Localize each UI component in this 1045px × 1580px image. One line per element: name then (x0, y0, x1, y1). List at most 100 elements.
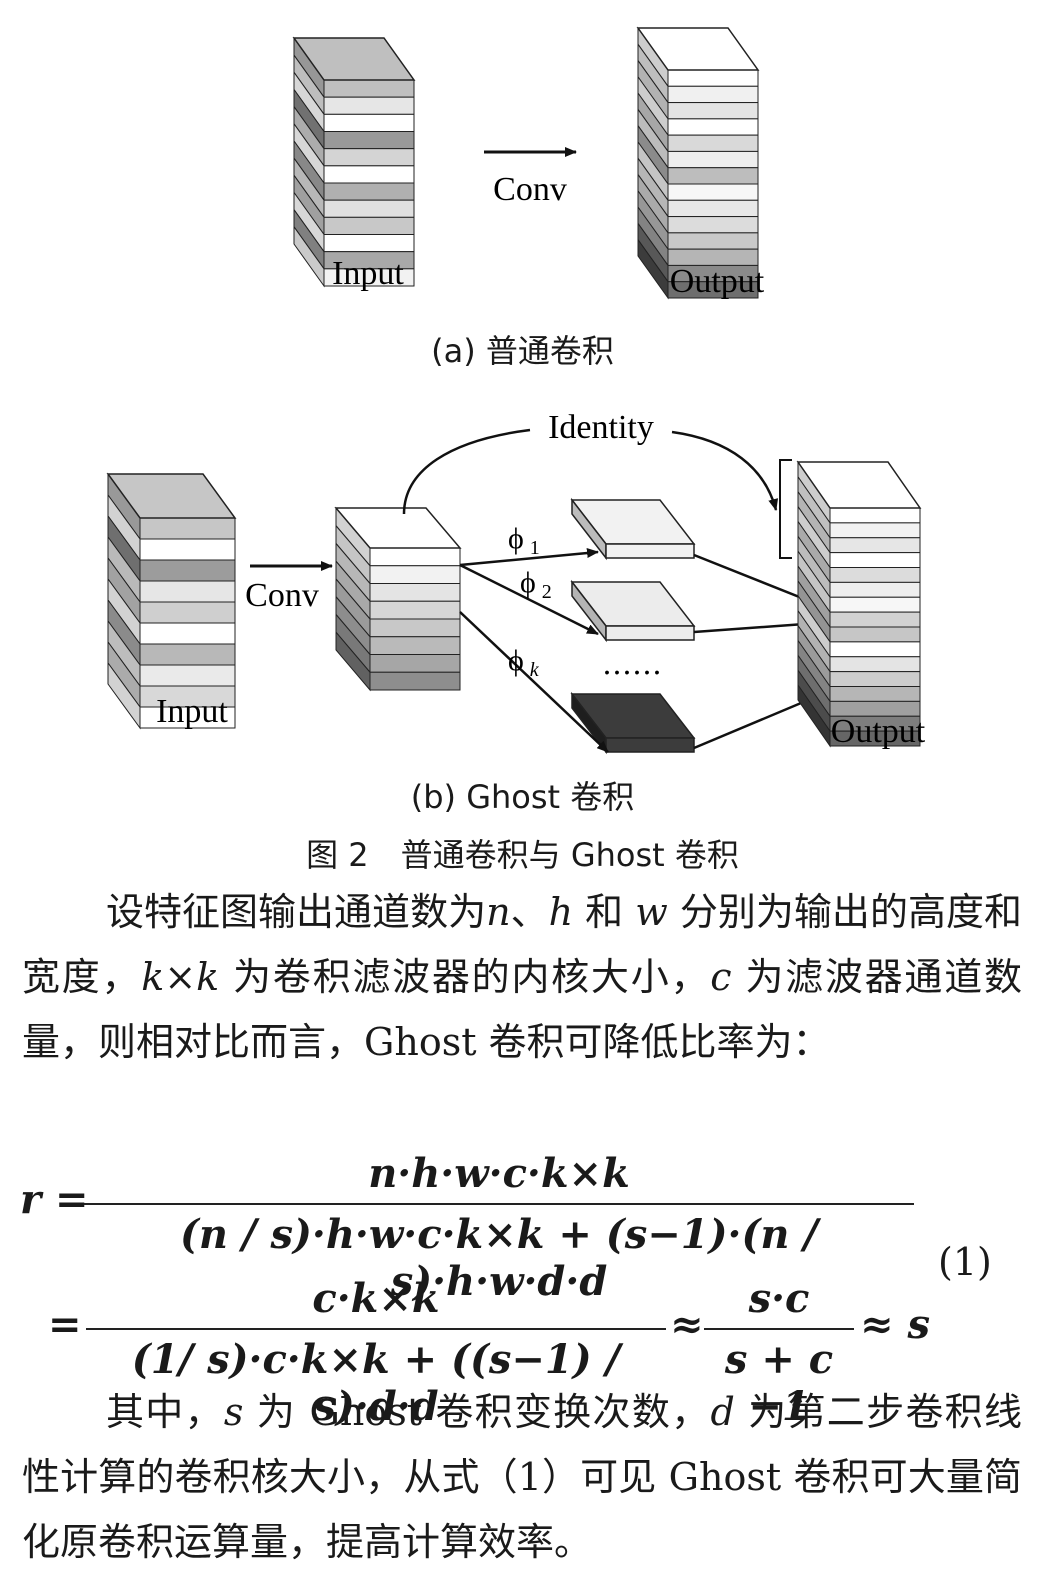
slab-front-face (605, 625, 695, 641)
tensor-front-layer (369, 547, 461, 567)
eq-frac3-numerator: s·c (748, 1275, 810, 1322)
eq-approx-2: ≈ s (860, 1301, 930, 1348)
eq-fraction-1: n·h·w·c·k×k (n / s)·h·w·c·k×k + (s−1)·(n… (84, 1150, 914, 1305)
para1-part-f: 为滤波器通道数量，则相对比而言，Ghost 卷积可降低比率为： (22, 955, 1022, 1064)
tensor-front-layer (667, 150, 759, 169)
tensor-front-layer (323, 199, 415, 218)
tensor-front-layer (369, 600, 461, 620)
eq-frac1-bar (84, 1203, 914, 1205)
panel-a-output-label: Output (670, 263, 765, 300)
panel-b-output-label: Output (831, 713, 926, 750)
tensor-front-layer (829, 686, 921, 702)
panel-b-intrinsic-tensor (334, 506, 462, 692)
phik-arrow (459, 611, 609, 753)
tensor-front-layer (829, 626, 921, 643)
tensor-front-layer (829, 567, 921, 583)
tensor-front-layer (323, 131, 415, 150)
eq-frac1-denominator: (n / s)·h·w·c·k×k + (s−1)·(n / s)·h·w·d·… (180, 1211, 818, 1305)
tensor-front-layer (139, 580, 236, 603)
tensor-top-face (334, 507, 462, 549)
var-kk: k×k (141, 955, 220, 999)
ghost-slab-1 (570, 497, 696, 561)
para1-part-a: 设特征图输出通道数为 (106, 890, 487, 934)
panel-b-caption: (b) Ghost 卷积 (410, 778, 635, 816)
tensor-front-layer (139, 664, 236, 687)
phi1-arrow (459, 548, 599, 567)
tensor-front-layer (667, 199, 759, 218)
tensor-front-layer (829, 730, 921, 747)
para2-part-b: 为 Ghost 卷积变换次数， (243, 1390, 711, 1434)
identity-bracket (779, 459, 792, 559)
tensor-front-layer (369, 565, 461, 584)
slab-front-face (605, 543, 695, 559)
tensor-front-layer (829, 611, 921, 628)
tensor-front-layer (323, 96, 415, 115)
tensor-front-layer (139, 706, 236, 729)
tensor-front-layer (667, 167, 759, 185)
figure-title: 图 2 普通卷积与 Ghost 卷积 (306, 836, 739, 874)
tensor-top-face (636, 27, 760, 71)
eq-frac3-bar (704, 1328, 854, 1330)
eq-frac1-numerator: n·h·w·c·k×k (368, 1150, 630, 1197)
eq-frac2-bar (86, 1328, 666, 1330)
tensor-front-layer (829, 552, 921, 568)
ghost-slab-k (570, 691, 696, 755)
tensor-front-layer (139, 559, 236, 582)
tensor-front-layer (829, 522, 921, 539)
tensor-front-layer (667, 118, 759, 136)
tensor-front-layer (139, 538, 236, 561)
equation-number: (1) (938, 1240, 992, 1284)
tensor-front-layer (323, 113, 415, 133)
tensor-front-layer (829, 507, 921, 524)
para1-part-d: 分别为输出的高度和宽度， (22, 890, 1022, 999)
tensor-front-layer (829, 656, 921, 673)
para1-part-c: 和 (573, 890, 636, 934)
identity-arc-right (671, 430, 779, 511)
eq-frac2-numerator: c·k×k (312, 1275, 440, 1322)
para2-part-a: 其中， (106, 1390, 224, 1434)
eq-frac2-denominator: (1/ s)·c·k×k + ((s−1) / s)·d·d (131, 1336, 621, 1430)
tensor-front-layer (369, 636, 461, 655)
tensor-front-layer (369, 654, 461, 673)
tensor-front-layer (829, 537, 921, 554)
tensor-front-layer (369, 618, 461, 638)
panel-a-input-label: Input (332, 255, 404, 292)
tensor-front-layer (139, 517, 236, 540)
var-n: n (486, 890, 511, 934)
tensor-front-layer (667, 232, 759, 250)
tensor-front-layer (323, 165, 415, 184)
paragraph-definitions: 设特征图输出通道数为n、h 和 w 分别为输出的高度和宽度，k×k 为卷积滤波器… (22, 880, 1022, 1075)
tensor-top-face (292, 37, 416, 81)
eq-fraction-2: c·k×k (1/ s)·c·k×k + ((s−1) / s)·d·d (86, 1275, 666, 1430)
tensor-front-layer (323, 148, 415, 167)
tensor-front-layer (667, 69, 759, 87)
var-h: h (548, 890, 574, 934)
phi2-arrow (459, 563, 599, 636)
panel-a-conv-label: Conv (493, 171, 567, 208)
eq-fraction-3: s·c s + c −1 (704, 1275, 854, 1430)
tensor-front-layer (323, 79, 415, 98)
panel-b-conv-label: Conv (245, 577, 319, 614)
tensor-top-face (796, 461, 922, 509)
tensor-front-layer (667, 216, 759, 234)
panel-b-output-tensor (796, 460, 922, 748)
para2-part-c: 为第二步卷积线性计算的卷积核大小，从式（1）可见 Ghost 卷积可大量简化原卷… (22, 1390, 1022, 1564)
panel-a-input-tensor (292, 36, 416, 288)
eq-lhs: r = (20, 1176, 89, 1223)
var-d: d (710, 1390, 735, 1434)
eq-frac3-denominator: s + c −1 (724, 1336, 834, 1430)
para1-part-e: 为卷积滤波器的内核大小， (219, 955, 711, 999)
tensor-front-layer (829, 596, 921, 613)
var-s: s (223, 1390, 244, 1434)
ellipsis: …… (602, 647, 662, 682)
tensor-front-layer (667, 183, 759, 201)
var-c: c (710, 955, 732, 999)
panel-a-caption: (a) 普通卷积 (431, 332, 614, 370)
tensor-front-layer (323, 182, 415, 201)
paragraph-explanation: 其中，s 为 Ghost 卷积变换次数，d 为第二步卷积线性计算的卷积核大小，从… (22, 1380, 1022, 1575)
eq-approx-1: ≈ (670, 1301, 704, 1348)
